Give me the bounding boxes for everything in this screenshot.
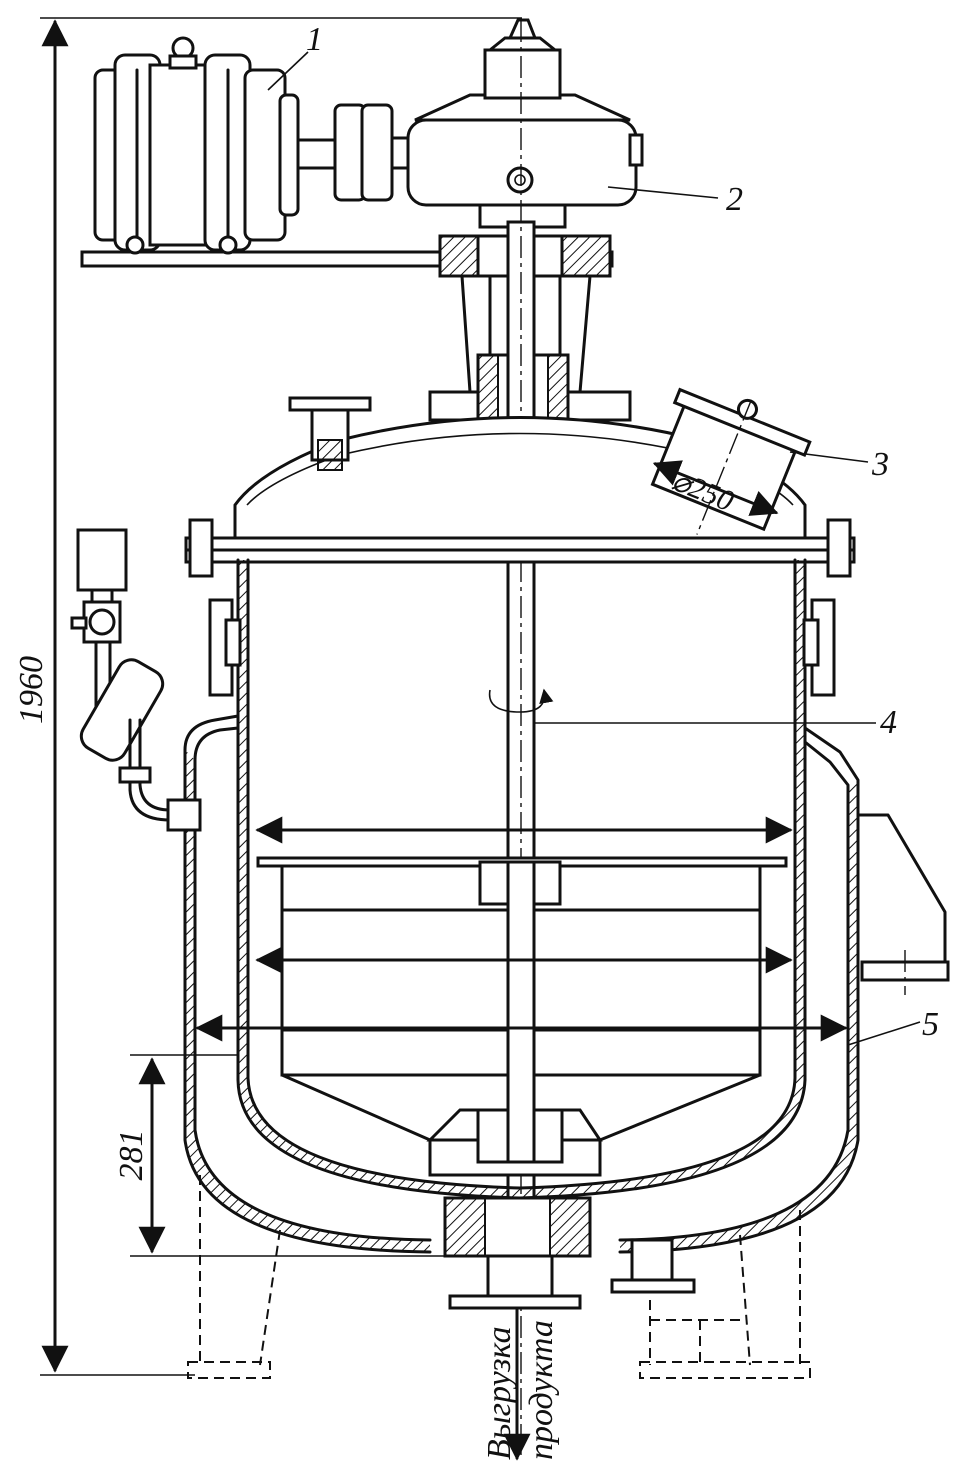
callout-2: 2 [726, 181, 743, 218]
support-legs [187, 1175, 811, 1379]
jacket-side-nozzle [856, 813, 950, 995]
heating-jacket [183, 714, 860, 1254]
coupling [296, 103, 416, 202]
gearbox [406, 18, 644, 229]
valve-assembly [70, 528, 202, 832]
callout-3: 3 [871, 446, 889, 483]
motor [80, 36, 614, 268]
diameter-lines [195, 816, 848, 1042]
shell-side-fittings [208, 598, 836, 697]
bottom-outlet [443, 1196, 592, 1461]
bottom-height-label: 281 [113, 1130, 150, 1181]
outlet-label-line2: продукта [523, 1320, 560, 1460]
overall-height-label: 1960 [13, 656, 50, 724]
callout-4: 4 [880, 704, 897, 741]
agitator-frame [256, 856, 788, 1177]
outlet-label-line1: Выгрузка [481, 1326, 518, 1460]
callout-1: 1 [306, 21, 323, 58]
bottom-height-dimension [130, 1054, 445, 1257]
manhole-hatch [650, 387, 812, 535]
bottom-small-nozzle [610, 1238, 696, 1294]
callout-5: 5 [922, 1006, 939, 1043]
overall-height-dimension [40, 17, 522, 1376]
lid-nozzle [288, 396, 372, 471]
